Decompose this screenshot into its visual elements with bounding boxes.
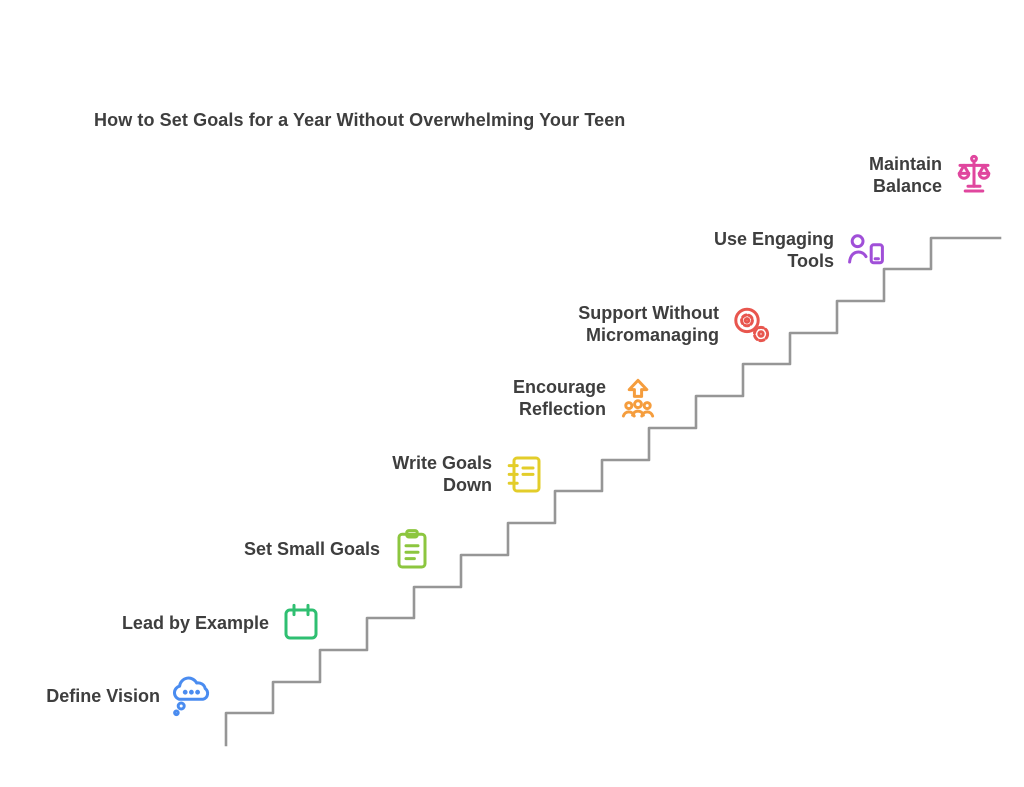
stage-label: Support Without Micromanaging bbox=[578, 302, 719, 346]
stage-use-engaging-tools: Use Engaging Tools bbox=[648, 222, 890, 278]
growth-people-icon bbox=[614, 374, 662, 422]
stage-lead-by-example: Lead by Example bbox=[65, 595, 325, 651]
clipboard-checklist-icon bbox=[388, 525, 436, 573]
notebook-icon bbox=[500, 450, 548, 498]
stage-label: Define Vision bbox=[46, 685, 160, 706]
stage-write-goals-down: Write Goals Down bbox=[318, 446, 548, 502]
stage-label: Lead by Example bbox=[121, 612, 269, 633]
person-device-icon bbox=[842, 226, 890, 274]
person-gears-icon bbox=[727, 300, 775, 348]
stage-label: Encourage Reflection bbox=[512, 376, 606, 420]
thought-bubble-icon bbox=[168, 672, 216, 720]
page-title: How to Set Goals for a Year Without Over… bbox=[94, 110, 626, 130]
stage-label: Set Small Goals bbox=[243, 538, 380, 559]
stage-define-vision: Define Vision bbox=[26, 668, 216, 724]
calendar-icon bbox=[277, 599, 325, 647]
stage-support-without-micromanaging: Support Without Micromanaging bbox=[513, 296, 775, 352]
balance-scale-icon bbox=[950, 151, 998, 199]
stage-label: Maintain Balance bbox=[868, 153, 942, 197]
stage-encourage-reflection: Encourage Reflection bbox=[430, 370, 662, 426]
stage-set-small-goals: Set Small Goals bbox=[176, 521, 436, 577]
stage-label: Write Goals Down bbox=[392, 452, 492, 496]
stage-label: Use Engaging Tools bbox=[713, 228, 834, 272]
staircase-path bbox=[224, 236, 1002, 747]
stage-maintain-balance: Maintain Balance bbox=[776, 147, 998, 203]
